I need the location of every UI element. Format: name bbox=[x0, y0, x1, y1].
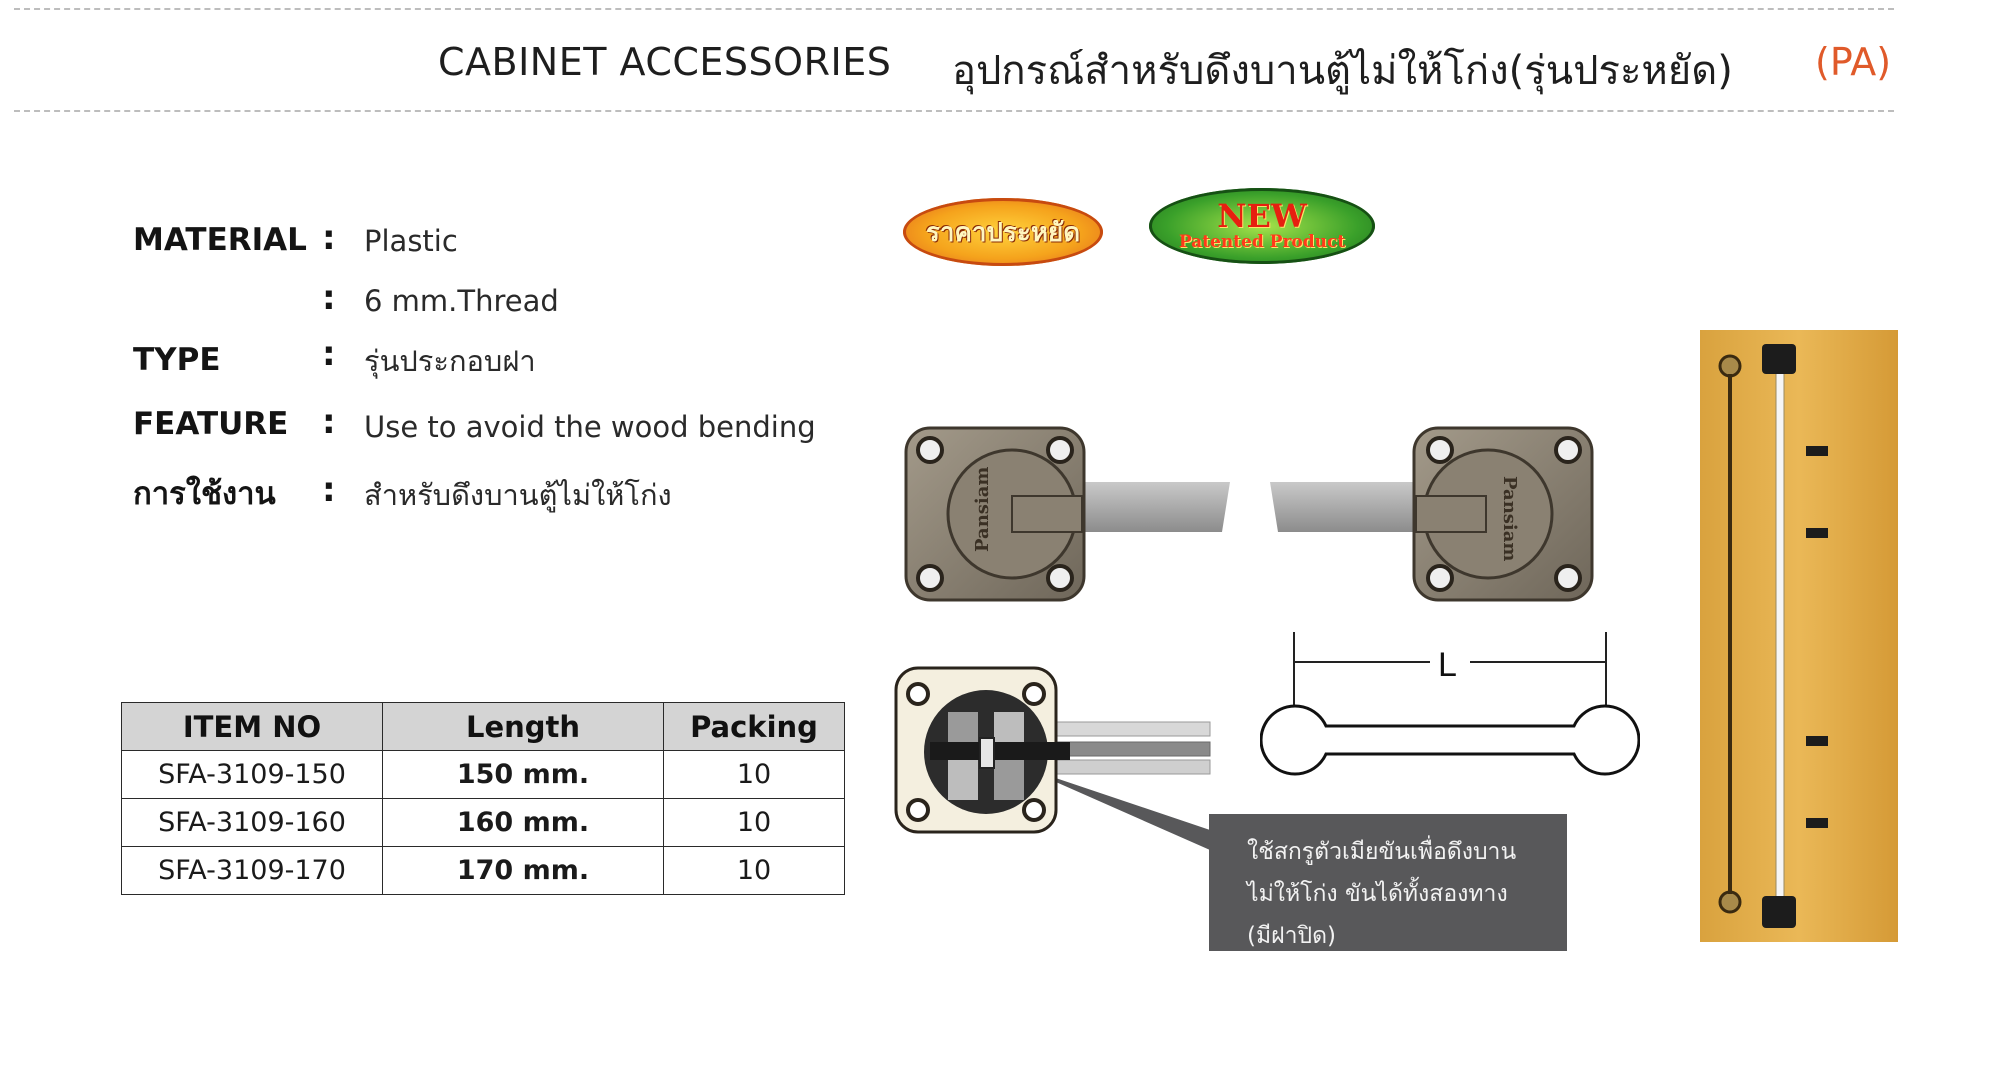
header-title-en: CABINET ACCESSORIES bbox=[438, 40, 892, 84]
bracket-right: Pansiam bbox=[1412, 426, 1594, 602]
spec-label: TYPE bbox=[133, 342, 221, 378]
column-header-packing: Packing bbox=[663, 702, 845, 751]
pull-rod bbox=[1718, 354, 1742, 914]
item-no-cell: SFA-3109-160 bbox=[121, 798, 383, 847]
length-cell: 170 mm. bbox=[382, 846, 664, 895]
callout-line: (มีฝาปิด) bbox=[1247, 923, 1337, 949]
table-header-row: ITEM NO Length Packing bbox=[121, 702, 845, 751]
end-cap-top bbox=[1762, 344, 1796, 374]
item-table: ITEM NO Length Packing SFA-3109-150 150 … bbox=[121, 702, 845, 895]
dimension-diagram: L bbox=[1260, 632, 1640, 776]
strap-closeup bbox=[1049, 721, 1211, 775]
installed-product-photo bbox=[1700, 330, 1898, 942]
white-strap bbox=[1775, 359, 1785, 921]
usage-callout: ใช้สกรูตัวเมียขันเพื่อดึงบาน ไม่ให้โก่ง … bbox=[1209, 814, 1567, 951]
table-row: SFA-3109-150 150 mm. 10 bbox=[121, 750, 845, 799]
spec-colon: : bbox=[322, 278, 336, 318]
column-header-length: Length bbox=[382, 702, 664, 751]
callout-line: ไม่ให้โก่ง ขันได้ทั้งสองทาง bbox=[1247, 881, 1508, 907]
badge-price-text: ราคาประหยัด bbox=[925, 217, 1081, 248]
strap-outline bbox=[1260, 704, 1640, 776]
spec-value: รุ่นประกอบฝา bbox=[364, 344, 536, 378]
badge-new-text: NEW bbox=[1217, 197, 1307, 235]
spec-label: MATERIAL bbox=[133, 222, 307, 258]
spec-colon: : bbox=[322, 218, 336, 258]
strap-left bbox=[1078, 482, 1230, 532]
bracket-closeup-illustration bbox=[894, 666, 1211, 850]
callout-line: ใช้สกรูตัวเมียขันเพื่อดึงบาน bbox=[1247, 839, 1517, 865]
header-title-th: อุปกรณ์สำหรับดึงบานตู้ไม่ให้โก่ง(รุ่นประ… bbox=[952, 48, 1733, 94]
spec-value: Plastic bbox=[364, 224, 458, 258]
strap-right bbox=[1270, 482, 1420, 532]
spec-label: การใช้งาน bbox=[133, 476, 276, 512]
length-cell: 160 mm. bbox=[382, 798, 664, 847]
item-no-cell: SFA-3109-170 bbox=[121, 846, 383, 895]
header-model-code: (PA) bbox=[1815, 40, 1892, 84]
dimension-label-l: L bbox=[1438, 646, 1457, 684]
brand-label: Pansiam bbox=[1499, 476, 1520, 561]
wood-panel bbox=[1700, 330, 1898, 942]
header-rule bbox=[14, 110, 1894, 112]
mounting-clips bbox=[1806, 446, 1828, 828]
spec-colon: : bbox=[322, 402, 336, 442]
top-rule bbox=[14, 8, 1894, 10]
bracket-closeup bbox=[894, 666, 1070, 834]
page-header: CABINET ACCESSORIES อุปกรณ์สำหรับดึงบานต… bbox=[0, 38, 1900, 98]
item-no-cell: SFA-3109-150 bbox=[121, 750, 383, 799]
spec-value: 6 mm.Thread bbox=[364, 284, 559, 318]
packing-cell: 10 bbox=[663, 798, 845, 847]
table-row: SFA-3109-170 170 mm. 10 bbox=[121, 846, 845, 895]
packing-cell: 10 bbox=[663, 846, 845, 895]
end-cap-bottom bbox=[1762, 896, 1796, 928]
badge-patented-text: Patented Product bbox=[1178, 232, 1346, 252]
spec-label: FEATURE bbox=[133, 406, 289, 442]
budget-price-badge: ราคาประหยัด bbox=[903, 198, 1103, 266]
table-row: SFA-3109-160 160 mm. 10 bbox=[121, 798, 845, 847]
brand-label: Pansiam bbox=[972, 467, 993, 552]
product-bracket-illustration: Pansiam Pansiam bbox=[904, 426, 1594, 602]
length-cell: 150 mm. bbox=[382, 750, 664, 799]
packing-cell: 10 bbox=[663, 750, 845, 799]
spec-colon: : bbox=[322, 334, 336, 374]
column-header-item-no: ITEM NO bbox=[121, 702, 383, 751]
spec-colon: : bbox=[322, 470, 336, 510]
new-patented-badge: NEW Patented Product bbox=[1149, 188, 1375, 264]
bracket-left: Pansiam bbox=[904, 426, 1086, 602]
spec-value: Use to avoid the wood bending bbox=[364, 410, 816, 444]
spec-value: สำหรับดึงบานตู้ไม่ให้โก่ง bbox=[364, 478, 672, 512]
